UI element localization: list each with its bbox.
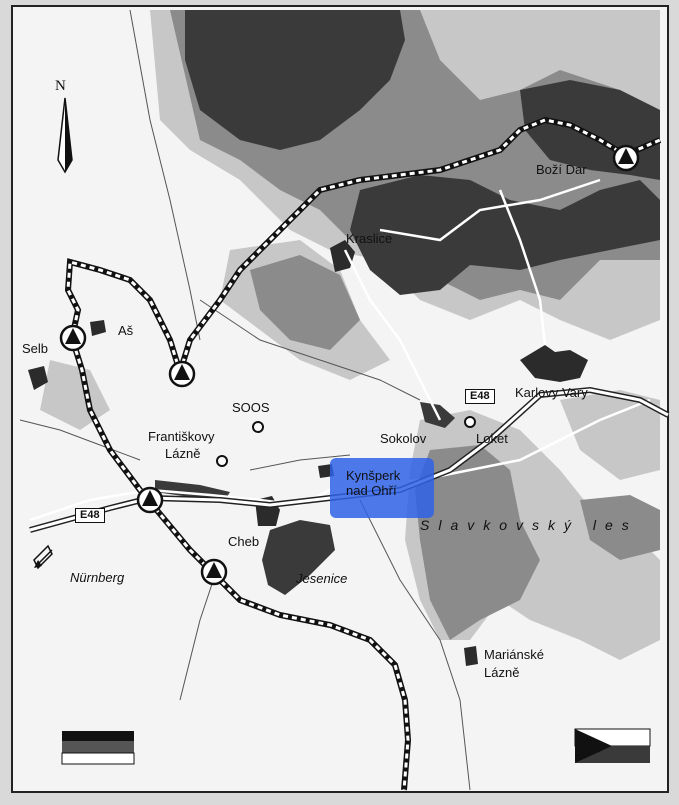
border-crossing-icon: [59, 324, 87, 352]
czech-flag-icon: [574, 728, 651, 763]
label-slavkovsky-les: Slavkovský les: [420, 517, 638, 533]
point-markers: [216, 416, 476, 467]
label-as: Aš: [118, 323, 134, 338]
label-kynsperk: Kynšperk nad Ohří: [346, 468, 401, 499]
label-kraslice: Kraslice: [346, 231, 393, 246]
border-crossing-icon: [136, 486, 164, 514]
label-marianske-2: Lázně: [484, 665, 520, 680]
road-tag-e48-west: E48: [75, 508, 105, 523]
town-marker-icon: [28, 366, 48, 390]
border-crossing-icon: [612, 144, 640, 172]
label-frantiskovy-1: Františkovy: [148, 429, 215, 444]
minor-roads: [19, 9, 471, 791]
town-marker-icon: [330, 240, 355, 272]
border-crossings: [59, 144, 640, 586]
town-marker-icon: [464, 646, 478, 666]
border-crossing-icon: [168, 360, 196, 388]
label-bozi-dar: Boží Dar: [536, 162, 587, 177]
label-kynsperk-1: Kynšperk: [346, 468, 401, 483]
north-arrow-icon: [57, 97, 73, 174]
road-tag-e48-east: E48: [465, 389, 495, 404]
label-cheb: Cheb: [228, 534, 260, 549]
label-nurnberg: Nürnberg: [70, 570, 125, 585]
label-selb: Selb: [22, 341, 49, 356]
label-soos: SOOS: [232, 400, 270, 415]
highlight-box: [330, 458, 434, 518]
label-loket: Loket: [476, 431, 508, 446]
north-label: N: [55, 78, 66, 94]
label-frantiskovy-2: Lázně: [165, 446, 201, 461]
label-sokolov: Sokolov: [380, 431, 427, 446]
label-karlovy-vary: Karlovy Vary: [515, 385, 588, 400]
town-marker-icon: [90, 320, 106, 336]
label-marianske-1: Mariánské: [484, 647, 544, 662]
town-marker-icon: [520, 345, 588, 382]
label-jesenice: Jesenice: [296, 571, 348, 586]
border-crossing-icon: [200, 558, 228, 586]
label-kynsperk-2: nad Ohří: [346, 482, 397, 498]
german-flag-icon: [61, 731, 135, 765]
direction-arrow-icon: [33, 544, 53, 570]
